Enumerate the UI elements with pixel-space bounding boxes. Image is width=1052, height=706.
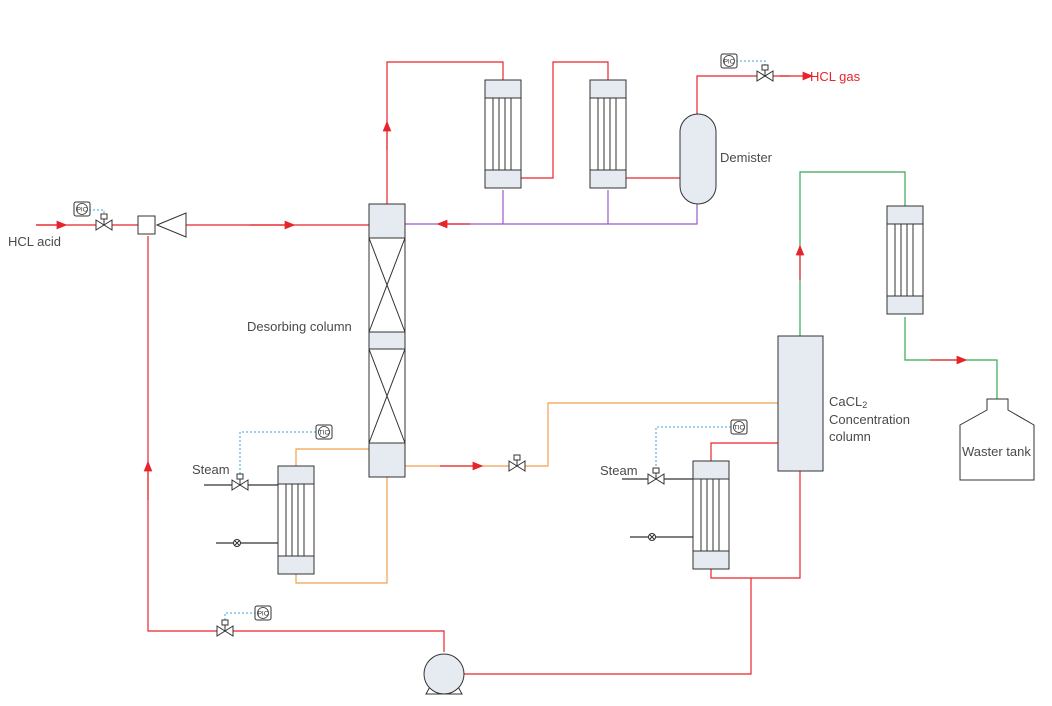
column-bottoms-line [405,402,778,467]
pic-instrument-inlet[interactable]: PIC [73,201,91,217]
demister-vessel[interactable] [679,113,717,205]
condensate-return-line [405,190,698,225]
steam-label-left: Steam [192,462,230,477]
cacl2-reboiler-loop-line [710,442,801,579]
control-signal-tic-right [655,426,731,470]
valve-icon[interactable] [231,473,249,491]
steam-label-right: Steam [600,463,638,478]
cacl2-main-text: CaCL [829,394,862,409]
pic-label: PIC [77,207,88,214]
cacl2-subscript: 2 [862,400,867,410]
condenser-link-line [521,61,609,179]
pump-icon[interactable] [423,653,465,695]
reboiler-loop-line [295,448,388,584]
demister-label: Demister [720,150,773,165]
pump-recycle-line [147,236,445,652]
pic-label: PIC [258,611,269,618]
control-signal-tic-left [239,431,316,476]
cacl2-label: CaCL2 [829,394,867,410]
hcl-gas-outlet-line [696,75,790,114]
column-label: column [829,429,871,444]
hcl-acid-label: HCL acid [8,234,61,249]
cacl2-bottoms-line [462,578,752,675]
tic-instrument-left[interactable]: TIC [315,424,333,440]
hcl-gas-label: HCL gas [810,69,861,84]
condenser-to-tank-line [904,317,998,399]
valve-icon[interactable] [95,213,113,231]
control-signal-inlet [89,209,105,216]
tic-label: TIC [319,430,330,437]
reboiler-right[interactable] [692,460,730,570]
desorbing-column-label: Desorbing column [247,319,352,334]
condenser-3[interactable] [886,205,924,315]
control-signal-gas [736,60,766,67]
condenser-2[interactable] [589,79,627,189]
desorbing-column[interactable] [368,203,406,478]
control-signal-pump [224,612,256,621]
waste-tank[interactable] [959,398,1035,481]
cacl2-concentration-column[interactable] [777,335,824,472]
waste-tank-label: Waster tank [962,444,1031,459]
condenser-1[interactable] [484,79,522,189]
concentration-label: Concentration [829,412,910,427]
blind-flange-icon [648,533,656,541]
tic-label: TIC [734,425,745,432]
valve-icon[interactable] [216,619,234,637]
valve-icon[interactable] [756,64,774,82]
reboiler-left[interactable] [277,465,315,575]
pic-label: PIC [724,59,735,66]
valve-icon[interactable] [647,467,665,485]
blind-flange-icon [233,539,241,547]
pic-instrument-pump[interactable]: PIC [254,605,272,621]
tic-instrument-right[interactable]: TIC [730,419,748,435]
ejector-icon[interactable] [137,212,187,238]
valve-icon[interactable] [508,454,526,472]
pic-instrument-gas[interactable]: PIC [720,53,738,69]
